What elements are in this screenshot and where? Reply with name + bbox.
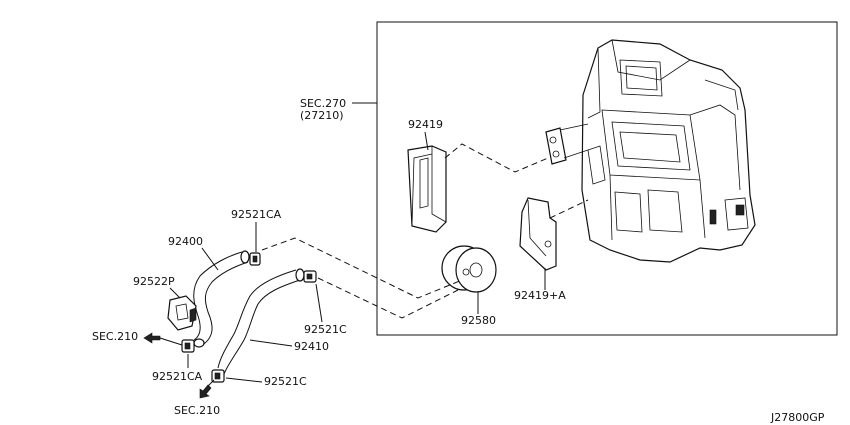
label-92419a: 92419+A: [514, 289, 566, 302]
clamp-92521c-right: [303, 270, 317, 283]
clamp-92521ca-bottom: [181, 339, 195, 353]
hose-92410: [217, 268, 305, 375]
heater-unit-housing: [581, 39, 756, 263]
label-92521c-bottom: 92521C: [264, 375, 307, 388]
insulator-92419: [407, 145, 447, 233]
clamp-92521ca-top: [249, 252, 261, 266]
sec270-label: SEC.270: [300, 97, 346, 110]
hose-92400: [193, 250, 250, 348]
clip-92522p: [167, 295, 197, 331]
label-92521c-right: 92521C: [304, 323, 347, 336]
bracket-92419a: [519, 197, 557, 271]
label-92419: 92419: [408, 118, 443, 131]
label-92410: 92410: [294, 340, 329, 353]
clamp-92521c-bottom: [211, 369, 225, 383]
label-92522p: 92522P: [133, 275, 175, 288]
sec210-bottom-label: SEC.210: [174, 404, 220, 417]
label-92580: 92580: [461, 314, 496, 327]
grommet-92580: [441, 245, 497, 293]
sec210-left-label: SEC.210: [92, 330, 138, 343]
heater-unit-frame: [376, 21, 838, 336]
label-92521ca-top: 92521CA: [231, 208, 282, 221]
dashed-connectors: [261, 143, 589, 319]
label-92400: 92400: [168, 235, 203, 248]
evaporator-pipe-fitting: [545, 123, 589, 165]
sec210-left-arrow: [143, 332, 161, 344]
sec270-sublabel: (27210): [300, 109, 344, 122]
sec210-bottom-arrow: [199, 384, 212, 399]
label-92521ca-bottom: 92521CA: [152, 370, 203, 383]
figure-code: J27800GP: [770, 411, 825, 424]
